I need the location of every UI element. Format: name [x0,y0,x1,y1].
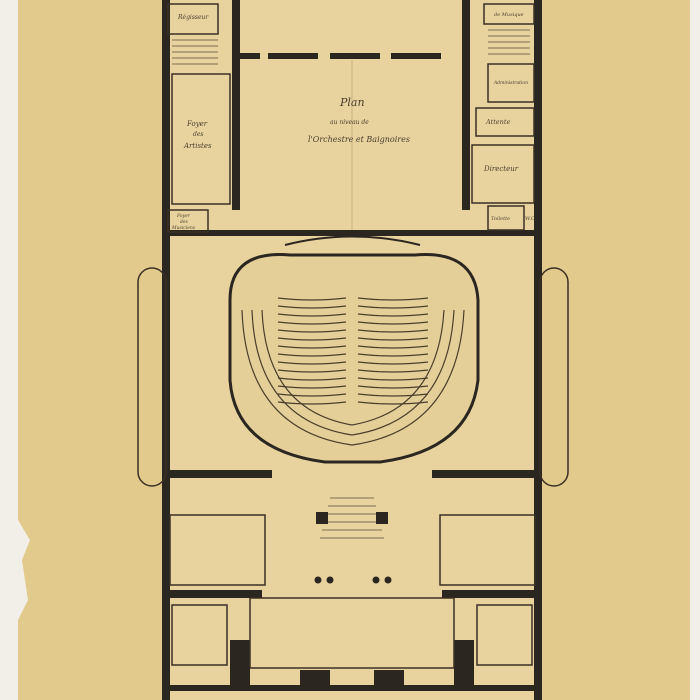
seat-row [357,345,429,349]
seat-row [357,401,429,405]
seat-row [277,369,347,373]
room-foyer-artistes-3: Artistes [183,142,212,150]
seat-row [357,385,429,389]
seat-row [277,305,347,309]
seat-row [277,393,347,397]
baignoire-tier [261,309,445,426]
outer-walls [162,0,542,700]
auditorium [228,253,480,464]
plan-title: Plan [339,96,365,109]
seat-row [357,337,429,341]
seat-row [357,305,429,309]
columns [314,512,392,584]
baignoire-tier [241,309,465,446]
seat-row [357,369,429,373]
room-administration: Administration [493,80,528,86]
room-directeur: Directeur [483,165,519,173]
room-regisseur: Régisseur [177,14,209,21]
seat-row [277,329,347,333]
room-toilette: Toilette [491,216,510,222]
seat-row [357,297,429,301]
room-chef-musique: de Musique [494,12,524,18]
staircases [172,29,530,539]
proscenium-curve [284,235,421,246]
room-wc: W.C. [525,216,537,222]
seat-row [277,313,347,317]
plan-subtitle-2: l'Orchestre et Baignoires [308,135,410,144]
seat-row [357,361,429,365]
plan-subtitle-1: au niveau de [330,119,369,126]
seat-row [357,377,429,381]
baignoire-tier [251,309,455,436]
seat-row [357,321,429,325]
side-rooms [137,3,569,669]
seat-row [357,313,429,317]
room-foyer-artistes-1: Foyer [186,120,208,128]
seat-row [357,353,429,357]
room-attente: Attente [485,118,510,126]
seat-row [277,353,347,357]
seat-row [277,361,347,365]
seat-row [277,337,347,341]
seat-row [357,393,429,397]
seat-row [357,329,429,333]
torn-edge [18,520,30,620]
room-foyer-musiciens-2: des [180,219,189,225]
room-foyer-musiciens-1: Foyer [176,213,191,219]
room-foyer-musiciens-3: Musiciens [171,225,196,231]
seat-row [277,377,347,381]
orchestra-seating [241,297,465,446]
room-foyer-artistes-2: des [193,131,203,138]
seat-row [277,297,347,301]
seat-row [277,345,347,349]
seat-row [277,321,347,325]
